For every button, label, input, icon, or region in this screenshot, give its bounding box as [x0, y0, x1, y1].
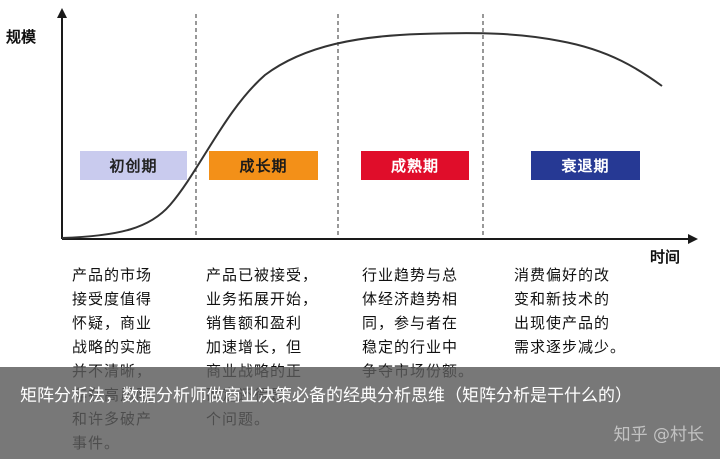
caption-bar: 矩阵分析法，数据分析师做商业决策必备的经典分析思维（矩阵分析是干什么的） 知乎 … [0, 367, 720, 459]
description-decline: 消费偏好的改 变和新技术的 出现使产品的 需求逐步减少。 [514, 266, 627, 356]
description-maturity: 行业趋势与总 体经济趋势相 同，参与者在 稳定的行业中 争夺市场份额。 [362, 266, 473, 380]
caption-text: 矩阵分析法，数据分析师做商业决策必备的经典分析思维（矩阵分析是干什么的） [20, 386, 632, 406]
watermark: 知乎 @村长 [613, 425, 704, 445]
phase-startup: 初创期 [80, 151, 187, 180]
y-axis-arrow [57, 8, 67, 18]
x-axis-label: 时间 [650, 248, 681, 266]
phase-maturity: 成熟期 [361, 151, 469, 180]
phase-decline: 衰退期 [531, 151, 640, 180]
phase-growth: 成长期 [209, 151, 318, 180]
x-axis-arrow [688, 234, 698, 244]
y-axis-label: 规模 [6, 28, 37, 46]
lifecycle-curve [61, 32, 663, 239]
